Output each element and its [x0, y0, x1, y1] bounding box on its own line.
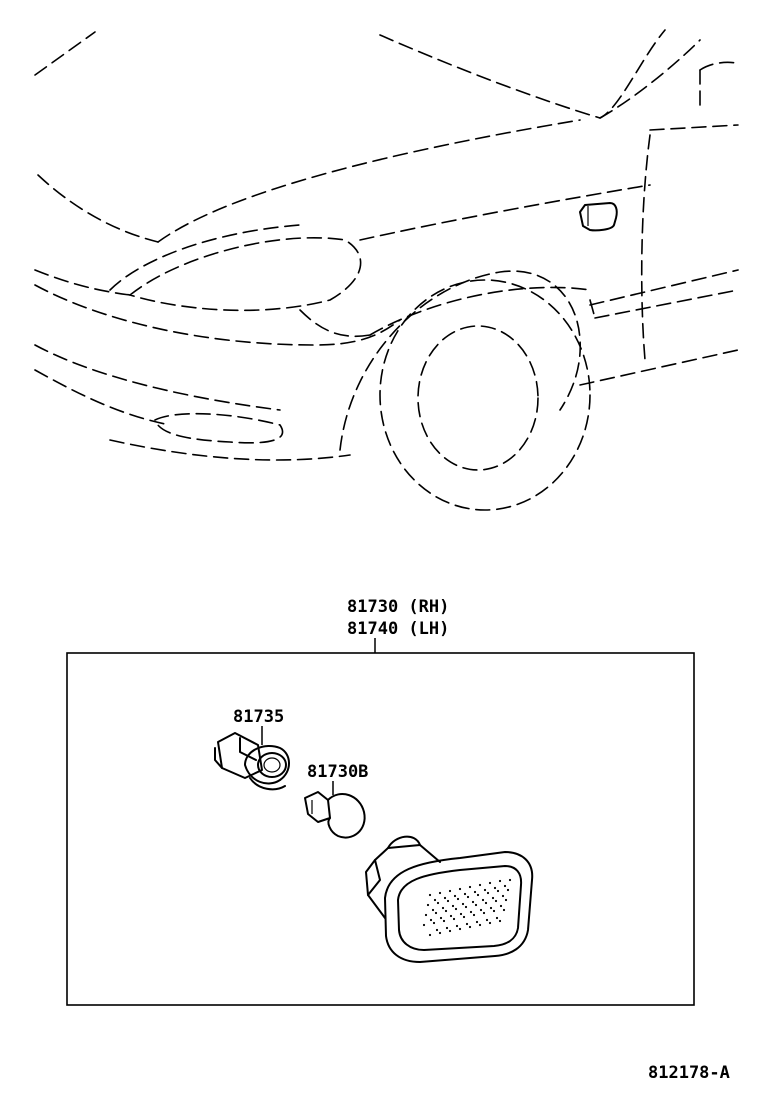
- side-marker-on-fender: [579, 202, 618, 232]
- bumper-bottom-left: [34, 369, 171, 426]
- headlight-upper-line: [109, 224, 301, 291]
- socket-opening: [257, 752, 287, 778]
- figure-id: 812178-A: [648, 1063, 730, 1083]
- callout-assembly-lh: 81740 (LH): [347, 619, 449, 639]
- shoulder-line: [359, 184, 651, 241]
- lamp-lens: [397, 865, 523, 951]
- bulb-glass: [327, 793, 366, 839]
- vehicle-outline: [34, 29, 741, 511]
- door-line-upper: [589, 269, 739, 306]
- hood-edge-left: [34, 31, 96, 76]
- socket-tab: [214, 747, 223, 769]
- tire-inner: [417, 325, 539, 471]
- wheel-arch: [339, 270, 581, 451]
- bulb-base: [304, 791, 331, 823]
- lamp-clip-lower: [367, 894, 386, 919]
- headlight-outline: [128, 237, 362, 312]
- socket-drawing: [214, 732, 290, 791]
- bumper-corner: [299, 309, 371, 338]
- callout-assembly-rh: 81730 (RH): [347, 597, 449, 617]
- hood-crease: [157, 119, 581, 243]
- lamp-lens-texture: [422, 878, 512, 937]
- bumper-lower: [34, 344, 281, 411]
- lamp-lens-frame: [384, 851, 534, 963]
- side-marker-location: [579, 202, 618, 232]
- bumper-bottom: [109, 439, 351, 461]
- tire-outer: [379, 279, 591, 511]
- door-line-lower: [594, 289, 739, 319]
- callout-bulb: 81730B: [307, 762, 368, 782]
- hood-edge-right: [379, 29, 666, 119]
- bumper-mid: [34, 284, 401, 346]
- fender-rear-edge: [640, 134, 651, 361]
- windshield-edge: [599, 39, 701, 119]
- socket-collar: [244, 745, 290, 785]
- mirror-top: [699, 61, 741, 71]
- socket-rib: [239, 737, 257, 761]
- bulb-drawing: [304, 791, 366, 839]
- socket-base: [249, 777, 286, 791]
- callout-socket: 81735: [233, 707, 284, 727]
- side-marker-lamp-drawing: [365, 835, 534, 963]
- fog-lamp: [154, 412, 284, 444]
- windshield-base: [649, 124, 739, 131]
- hood-front-left: [37, 174, 159, 243]
- door-line-cap: [589, 299, 596, 319]
- assembly-frame: [66, 652, 695, 1006]
- wheel-arch-top: [369, 286, 591, 336]
- socket-opening-inner: [263, 757, 281, 773]
- lamp-rear-socket: [387, 835, 421, 849]
- bumper-top-left: [34, 269, 131, 296]
- lamp-clip: [365, 859, 381, 896]
- lamp-housing-top: [374, 844, 441, 863]
- rocker-line: [579, 349, 739, 386]
